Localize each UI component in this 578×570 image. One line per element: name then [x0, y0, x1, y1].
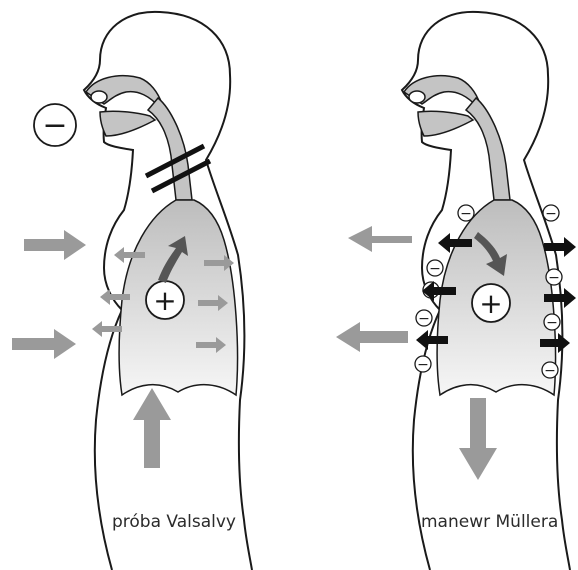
muller-panel: + − − − − − − − − − [336, 12, 576, 570]
svg-text:−: − [418, 311, 430, 327]
minus-sign-text: − [42, 108, 67, 143]
valsalva-caption: próba Valsalvy [112, 512, 236, 532]
arrow-in-lower [12, 329, 76, 359]
svg-text:−: − [460, 206, 472, 222]
nasal-opening [91, 91, 107, 103]
svg-text:−: − [417, 357, 429, 373]
arrow-in-upper [24, 230, 86, 260]
arrow-out-upper [348, 226, 412, 252]
arrow-out-lower [336, 322, 408, 352]
plus-sign-text: + [153, 284, 176, 317]
svg-text:−: − [545, 206, 557, 222]
plus-sign-text-right: + [479, 287, 502, 320]
muller-caption: manewr Müllera [421, 512, 558, 532]
svg-text:−: − [544, 363, 556, 379]
svg-text:−: − [546, 315, 558, 331]
svg-text:−: − [429, 261, 441, 277]
svg-text:−: − [548, 270, 560, 286]
nasal-opening-right [409, 91, 425, 103]
valsalva-panel: + − [12, 12, 252, 570]
